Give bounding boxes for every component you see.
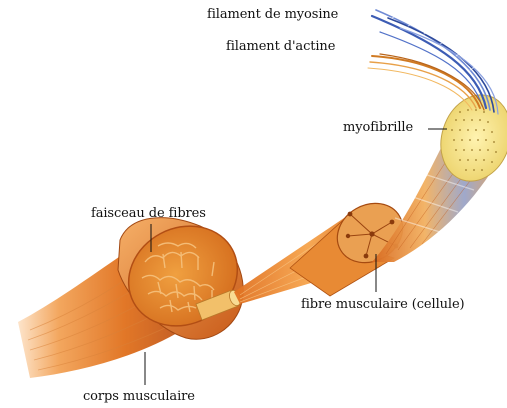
label-muscle-fiber: fibre musculaire (cellule) — [301, 297, 465, 312]
label-fiber-bundle: faisceau de fibres — [91, 206, 206, 221]
muscle-body — [18, 207, 255, 378]
label-actin-filament: filament d'actine — [226, 39, 335, 54]
label-muscle-body: corps musculaire — [83, 389, 195, 404]
myosin-filament — [372, 10, 498, 114]
label-myofibril: myofibrille — [343, 120, 413, 135]
label-myosin-filament: filament de myosine — [207, 7, 338, 22]
